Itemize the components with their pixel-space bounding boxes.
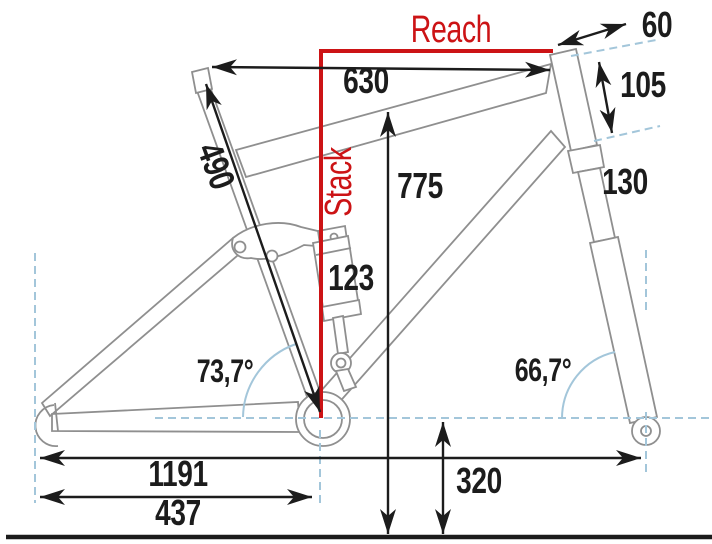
reach-stack-lines — [319, 49, 553, 418]
dim-stem — [557, 22, 627, 47]
head-tube-angle-label: 66,7° — [514, 352, 572, 388]
head-tube-length-label: 105 — [620, 64, 666, 105]
reach-label: Reach — [410, 9, 492, 51]
head-angle-arc — [561, 351, 616, 419]
bb-height-label: 320 — [456, 460, 502, 501]
shock-length-label: 123 — [328, 257, 374, 298]
dim-seat-tube — [204, 83, 322, 413]
dim-head-tube — [595, 61, 616, 134]
head-bottom-guide — [593, 125, 661, 142]
dim-top-tube — [211, 59, 551, 78]
top-tube-length-label: 630 — [343, 60, 389, 101]
stack-label: Stack — [318, 147, 360, 217]
shock-shaft — [331, 314, 350, 356]
chainstay-length-label: 437 — [155, 492, 201, 533]
shock-absorber — [311, 224, 363, 393]
guide-lines — [34, 39, 712, 506]
top-tube — [234, 62, 553, 179]
head-top-guide — [570, 39, 657, 57]
fork-segment-label: 130 — [602, 161, 648, 202]
seat-tube-angle-label: 73,7° — [196, 353, 254, 389]
dimension-arrows — [40, 22, 641, 534]
seat-stay — [40, 236, 246, 418]
stem-length-label: 60 — [641, 4, 673, 45]
wheelbase-label: 1191 — [148, 453, 208, 494]
seat-height-label: 775 — [397, 165, 443, 206]
